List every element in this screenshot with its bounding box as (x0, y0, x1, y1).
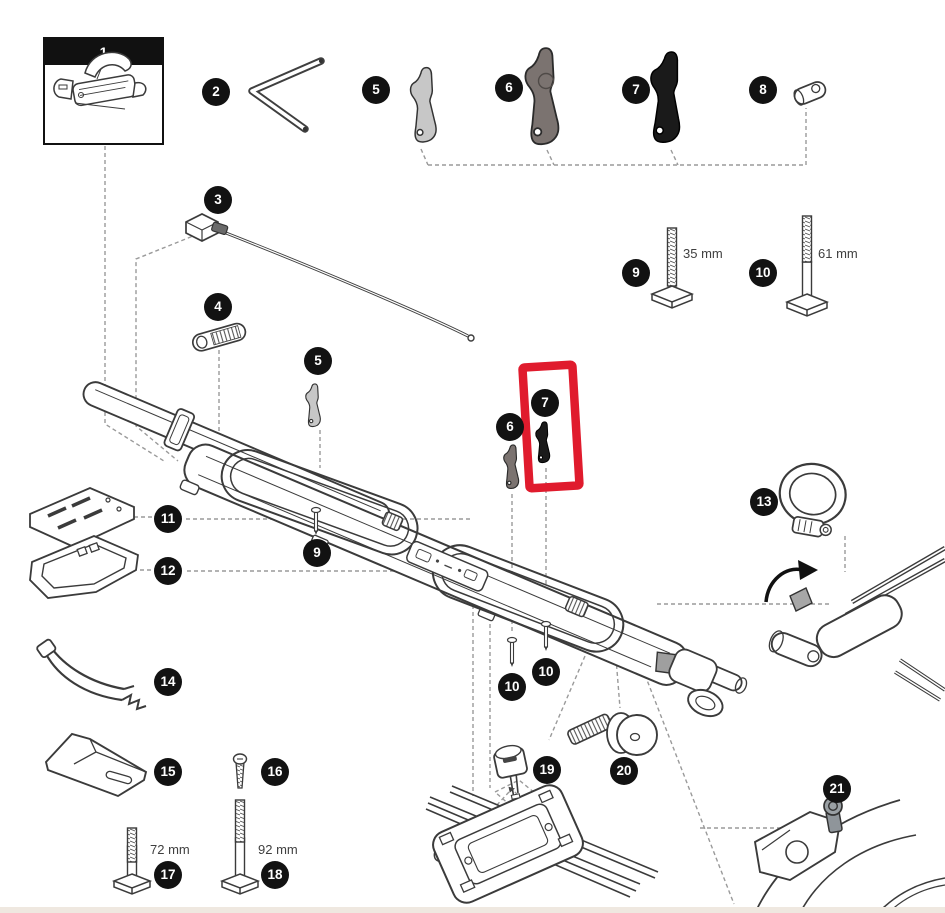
part-20-knob (567, 712, 658, 756)
rotate-arrow (764, 567, 803, 603)
part-17-bolt-72mm (111, 827, 153, 895)
badge-part-8: 8 (749, 76, 777, 104)
part-9-bolt-35mm (649, 227, 695, 309)
badge-part-14: 14 (154, 668, 182, 696)
part-6-dial-detail (537, 72, 555, 90)
part-5-lever-on-assembly (305, 383, 321, 428)
badge-part-20: 20 (610, 757, 638, 785)
badge-part-7-assembly: 7 (531, 389, 559, 417)
badge-part-9-kit: 9 (622, 259, 650, 287)
badge-part-10-assembly-left: 10 (498, 673, 526, 701)
part-19-lock-cylinder (493, 744, 528, 800)
boxed-part-1-art (53, 51, 147, 110)
badge-part-21: 21 (823, 775, 851, 803)
boxed-part-1: 1 (43, 37, 164, 145)
part-6-lever-dark-gray (524, 47, 560, 146)
badge-part-5-top: 5 (362, 76, 390, 104)
part-12-frame-plate (29, 535, 139, 599)
badge-part-16: 16 (261, 758, 289, 786)
badge-part-4: 4 (204, 293, 232, 321)
small-screw-10-right (540, 620, 552, 651)
label-bolt-72mm: 72 mm (150, 842, 190, 857)
badge-part-7-top: 7 (622, 76, 650, 104)
part-18-bolt-92mm (219, 799, 261, 895)
base-plate-assembly (425, 784, 659, 904)
badge-part-5-assembly: 5 (304, 347, 332, 375)
part-13-clamp-ring (778, 462, 847, 538)
page-bottom-edge (0, 907, 945, 913)
small-screw-10-left (506, 636, 518, 667)
part-15-wedge-block (44, 732, 148, 798)
part-4-grip-sleeve (191, 322, 247, 352)
part-2-hex-key (248, 57, 325, 133)
clamp-seat-detail (789, 587, 813, 612)
label-bolt-92mm: 92 mm (258, 842, 298, 857)
badge-part-13: 13 (750, 488, 778, 516)
badge-part-10-kit: 10 (749, 259, 777, 287)
part-3-cable (185, 213, 475, 342)
badge-part-11: 11 (154, 505, 182, 533)
badge-part-6-top: 6 (495, 74, 523, 102)
small-screw-9 (310, 506, 322, 535)
badge-part-3: 3 (204, 186, 232, 214)
label-bolt-35mm: 35 mm (683, 246, 723, 261)
part-5-lever-gray (409, 66, 437, 143)
part-7-lever-on-assembly (535, 421, 551, 464)
main-rail-assembly (82, 381, 748, 718)
part-14-arch-strap (36, 638, 147, 711)
wheel-holder-assembly-right (764, 546, 945, 702)
part-8-pin (793, 81, 827, 106)
badge-part-9-assembly: 9 (303, 539, 331, 567)
part-6-lever-on-assembly (503, 444, 520, 490)
badge-part-17: 17 (154, 861, 182, 889)
highlight-box-part-7 (518, 360, 584, 493)
badge-part-18: 18 (261, 861, 289, 889)
badge-part-19: 19 (533, 756, 561, 784)
bracket-assembly-21 (753, 799, 945, 913)
badge-part-6-assembly: 6 (496, 413, 524, 441)
badge-part-15: 15 (154, 758, 182, 786)
part-11-adapter-plate (29, 487, 135, 548)
badge-part-12: 12 (154, 557, 182, 585)
badge-part-2: 2 (202, 78, 230, 106)
part-10-bolt-61mm (784, 215, 830, 317)
part-7-lever-black (646, 50, 685, 144)
label-bolt-61mm: 61 mm (818, 246, 858, 261)
badge-part-10-assembly-right: 10 (532, 658, 560, 686)
part-16-screw (232, 753, 248, 789)
